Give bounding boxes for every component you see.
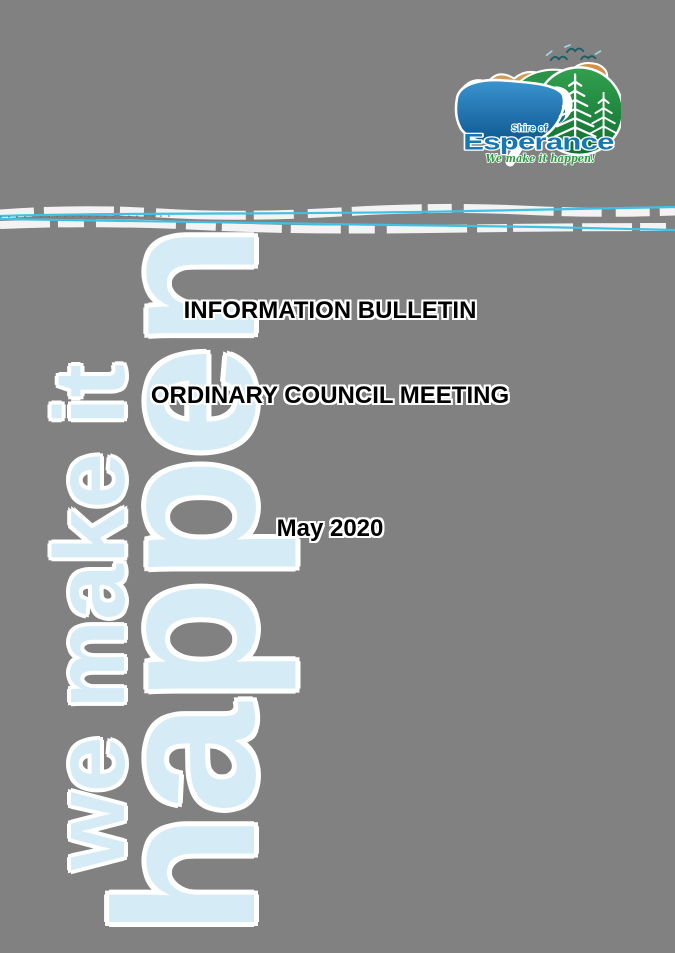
bulletin-title: INFORMATION BULLETIN xyxy=(183,297,477,324)
meeting-date: May 2020 xyxy=(276,515,384,542)
meeting-subtitle: ORDINARY COUNCIL MEETING xyxy=(150,382,510,409)
logo-esperance-label: Esperance xyxy=(463,130,614,155)
lake-icon xyxy=(454,78,566,147)
pine-trees-icon xyxy=(553,73,618,147)
logo-shire-of-label: Shire of xyxy=(511,123,548,134)
water-line-divider xyxy=(0,203,675,234)
watermark-happen: happen xyxy=(74,224,297,936)
shire-of-esperance-logo: Shire of Esperance We make it happen! xyxy=(454,44,621,167)
birds-icon xyxy=(545,44,602,62)
logo-tagline-label: We make it happen! xyxy=(486,152,596,165)
